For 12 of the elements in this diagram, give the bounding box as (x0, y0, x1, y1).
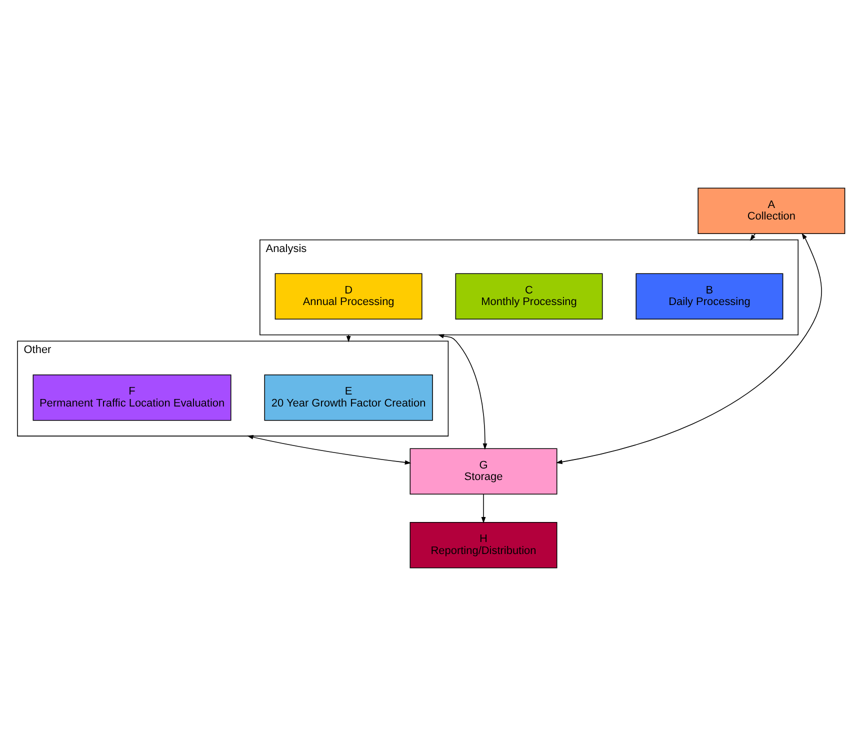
node-box: B Daily Processing (636, 272, 784, 320)
node-box: G Storage (410, 448, 558, 494)
node-box: F Permanent Traffic Location Evaluation (32, 374, 232, 420)
node-box: E 20 Year Growth Factor Creation (264, 374, 433, 420)
node-box: D Annual Processing (274, 272, 422, 320)
node-box: A Collection (698, 187, 846, 234)
node-box: C Monthly Processing (455, 272, 603, 320)
arrow (246, 434, 412, 464)
node-box: H Reporting/Distribution (410, 521, 558, 568)
arrow (346, 334, 351, 342)
arrow (481, 493, 486, 523)
arrow (438, 334, 488, 450)
